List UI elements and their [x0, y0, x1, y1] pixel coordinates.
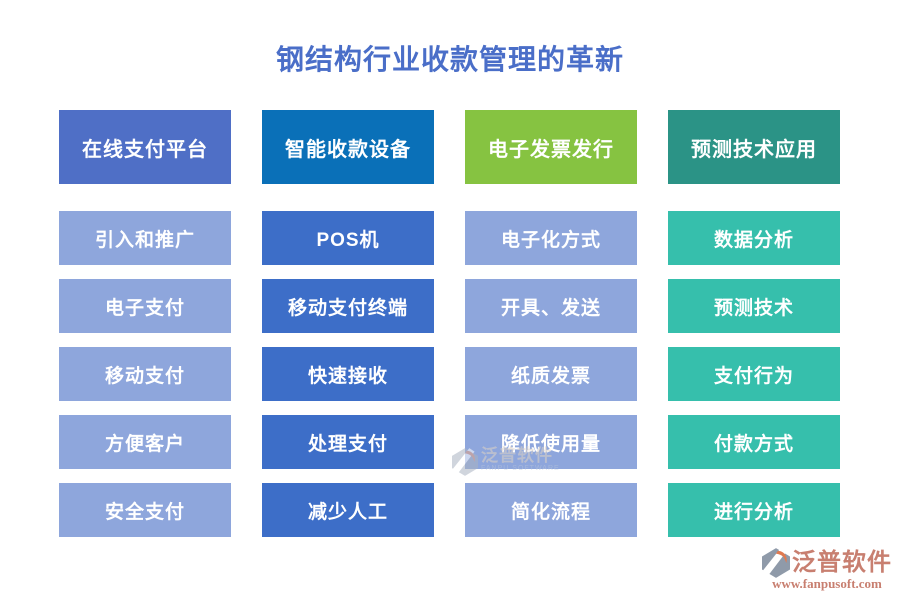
column-header-smart-collection-devices: 智能收款设备 [262, 110, 434, 184]
column-item: 开具、发送 [465, 279, 637, 333]
column-item: 数据分析 [668, 211, 840, 265]
brand-name: 泛普软件 [792, 549, 892, 576]
column-header-electronic-invoice-issuance: 电子发票发行 [465, 110, 637, 184]
page-title: 钢结构行业收款管理的革新 [275, 44, 624, 75]
column-electronic-invoice-issuance: 电子发票发行 电子化方式 开具、发送 纸质发票 降低使用量 简化流程 [465, 110, 637, 551]
column-item: 电子支付 [59, 279, 231, 333]
column-item: 快速接收 [262, 347, 434, 401]
column-predictive-technology: 预测技术应用 数据分析 预测技术 支付行为 付款方式 进行分析 [668, 110, 840, 551]
column-header-predictive-technology: 预测技术应用 [668, 110, 840, 184]
column-online-payment-platform: 在线支付平台 引入和推广 电子支付 移动支付 方便客户 安全支付 [59, 110, 231, 551]
column-item: 移动支付终端 [262, 279, 434, 333]
brand-row: 泛普软件 [762, 548, 892, 578]
column-header-online-payment-platform: 在线支付平台 [59, 110, 231, 184]
column-item: 简化流程 [465, 483, 637, 537]
column-item: 电子化方式 [465, 211, 637, 265]
column-item: 移动支付 [59, 347, 231, 401]
column-item: 纸质发票 [465, 347, 637, 401]
column-item: 安全支付 [59, 483, 231, 537]
column-item: 方便客户 [59, 415, 231, 469]
column-item: 进行分析 [668, 483, 840, 537]
column-item: 付款方式 [668, 415, 840, 469]
column-item: 减少人工 [262, 483, 434, 537]
column-smart-collection-devices: 智能收款设备 POS机 移动支付终端 快速接收 处理支付 减少人工 [262, 110, 434, 551]
fanpu-logo-icon [762, 548, 790, 578]
brand-url: www.fanpusoft.com [772, 576, 882, 591]
column-item: 预测技术 [668, 279, 840, 333]
column-item: POS机 [262, 211, 434, 265]
brand-mark: 泛普软件 www.fanpusoft.com [762, 548, 892, 592]
column-item: 处理支付 [262, 415, 434, 469]
column-item: 支付行为 [668, 347, 840, 401]
columns-container: 在线支付平台 引入和推广 电子支付 移动支付 方便客户 安全支付 智能收款设备 … [59, 110, 840, 551]
column-item: 引入和推广 [59, 211, 231, 265]
column-item: 降低使用量 [465, 415, 637, 469]
